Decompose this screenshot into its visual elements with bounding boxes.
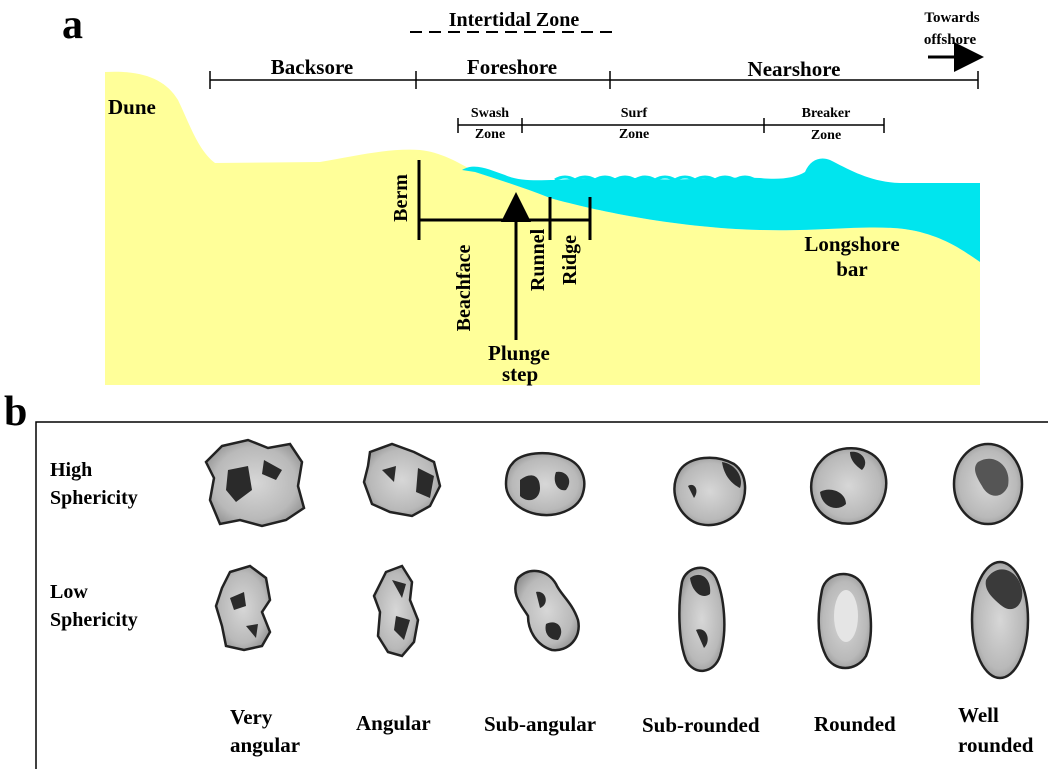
breaker-label-2: Zone [811,128,841,143]
grain-high-sub-angular [506,453,584,515]
surf-label-2: Zone [619,127,649,142]
grain-high-very-angular [206,440,304,526]
grain-high-sub-rounded [674,458,745,525]
grain-low-angular [374,566,418,656]
rounded-label: Rounded [814,712,896,736]
low-sphericity-grains [216,562,1028,678]
longshore-label-2: bar [836,257,868,281]
berm-label: Berm [390,174,412,222]
grain-low-rounded [819,574,871,668]
backshore-label: Backsore [271,55,353,79]
nearshore-label: Nearshore [748,57,841,81]
high-label-1: High [50,459,92,481]
foreshore-label: Foreshore [467,55,557,79]
runnel-label: Runnel [527,228,549,291]
grain-low-sub-angular [515,571,578,650]
grain-high-rounded [811,448,886,523]
sub-rounded-label: Sub-rounded [642,713,760,737]
grain-high-well-rounded [954,444,1022,524]
low-label-1: Low [50,581,88,603]
ridge-label: Ridge [559,235,581,285]
dune-label: Dune [108,95,156,119]
panel-a-letter: a [62,2,83,48]
plunge-label-2: step [502,362,538,386]
grain-high-angular [364,444,440,516]
offshore-label: offshore [924,32,977,48]
panel-a: a Intertidal Zone Towards offshore Backs… [62,2,980,386]
panel-b: b High Sphericity Low Sphericity [4,389,1048,769]
low-label-2: Sphericity [50,609,138,631]
well-rounded-label-1: Well [958,703,999,727]
intertidal-zone-label: Intertidal Zone [449,9,580,31]
surf-label-1: Surf [621,106,648,121]
angular-label: Angular [356,711,431,735]
high-sphericity-grains [206,440,1022,526]
grain-low-sub-rounded [679,568,724,671]
swash-label-1: Swash [471,106,509,121]
towards-label: Towards [924,10,979,26]
breaker-label-1: Breaker [802,106,851,121]
grain-low-well-rounded [972,562,1028,678]
panel-b-letter: b [4,389,27,435]
very-angular-label-2: angular [230,733,300,757]
beachface-label: Beachface [453,245,475,332]
well-rounded-label-2: rounded [958,733,1034,757]
very-angular-label-1: Very [230,705,273,729]
longshore-label-1: Longshore [804,232,899,256]
high-label-2: Sphericity [50,487,138,509]
grain-low-very-angular [216,566,270,650]
swash-label-2: Zone [475,127,505,142]
sub-angular-label: Sub-angular [484,712,596,736]
